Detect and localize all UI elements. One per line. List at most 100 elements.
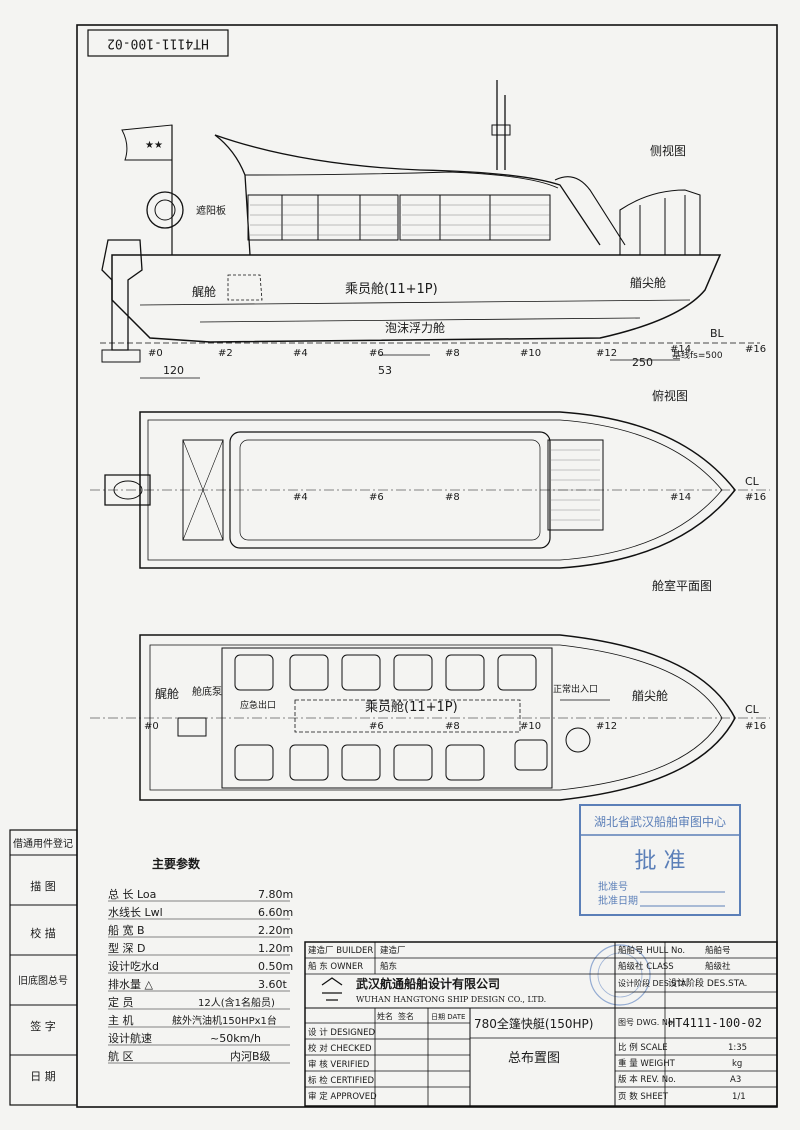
dim-53: 53 bbox=[378, 364, 392, 377]
left-table-row: 校 描 bbox=[30, 926, 56, 940]
plan-entrance-label: 正常出入口 bbox=[553, 683, 598, 695]
scale-label: 比 例 SCALE bbox=[618, 1042, 668, 1053]
plan-cabin-label: 乘员舱(11+1P) bbox=[365, 700, 458, 715]
class-label: 船级社 CLASS bbox=[618, 961, 674, 972]
sunshade-label: 遮阳板 bbox=[196, 204, 226, 217]
side-cabin-label: 乘员舱(11+1P) bbox=[345, 282, 438, 297]
param-value: 2.20m bbox=[258, 924, 293, 937]
sign-head: 签名 bbox=[398, 1011, 414, 1021]
name-head: 姓名 bbox=[377, 1011, 393, 1021]
side-frame-label: #10 bbox=[520, 348, 541, 359]
side-frame-labels: #0 #2 #4 #6 #8 #10 #12 #14 #16 bbox=[148, 344, 766, 359]
side-steering-label: 艉舱 bbox=[192, 285, 216, 299]
top-frame-label: #6 bbox=[369, 492, 384, 503]
side-view: 侧视图 ★★ bbox=[100, 80, 760, 379]
company-en: WUHAN HANGTONG SHIP DESIGN CO., LTD. bbox=[356, 995, 546, 1004]
plan-frame-labels: #0 #6 #8 #10 #12 #16 bbox=[144, 721, 766, 732]
date-head: 日期 DATE bbox=[431, 1013, 465, 1021]
plan-emergency-label: 应急出口 bbox=[240, 699, 276, 711]
scale-value: 1:35 bbox=[728, 1043, 747, 1053]
param-value: ~50km/h bbox=[210, 1032, 261, 1045]
param-value: 0.50m bbox=[258, 960, 293, 973]
top-frame-label: #14 bbox=[670, 492, 691, 503]
title-block bbox=[304, 941, 778, 1107]
rev-value: A3 bbox=[730, 1075, 741, 1085]
rotated-dwg-box: HT4111-100-02 bbox=[87, 29, 229, 57]
side-frame-label: #4 bbox=[293, 348, 308, 359]
approved-label: 审 定 APPROVED bbox=[308, 1091, 377, 1102]
sheet-label: 页 数 SHEET bbox=[618, 1091, 669, 1102]
top-frame-label: #8 bbox=[445, 492, 460, 503]
stamp-org: 湖北省武汉船舶审图中心 bbox=[594, 814, 726, 829]
bl-label: BL bbox=[710, 327, 725, 340]
param-value: 舷外汽油机150HPx1台 bbox=[172, 1014, 277, 1027]
company-cn: 武汉航通船舶设计有限公司 bbox=[356, 976, 500, 991]
weight-label: 重 量 WEIGHT bbox=[618, 1058, 676, 1069]
left-table bbox=[9, 829, 78, 1106]
left-table-title: 借通用件登记 bbox=[13, 837, 73, 850]
dim-120: 120 bbox=[163, 364, 184, 377]
hull-value: 船舶号 bbox=[705, 945, 731, 956]
param-label: 水线长 Lwl bbox=[108, 905, 163, 919]
dwg-label: 图号 DWG. No. bbox=[618, 1018, 675, 1027]
param-value: 7.80m bbox=[258, 888, 293, 901]
stage-value: 设计阶段 DES.STA. bbox=[668, 977, 747, 989]
top-frame-label: #4 bbox=[293, 492, 308, 503]
foam-label: 泡沫浮力舱 bbox=[385, 321, 445, 335]
param-label: 设计航速 bbox=[108, 1031, 152, 1045]
plan-frame-label: #8 bbox=[445, 721, 460, 732]
weight-value: kg bbox=[732, 1059, 742, 1069]
left-table-row: 旧底图总号 bbox=[18, 974, 68, 987]
left-table-row: 签 字 bbox=[30, 1019, 56, 1033]
top-frame-labels: #4 #6 #8 #14 #16 bbox=[293, 492, 766, 503]
plan-view: 舱室平面图 bbox=[90, 578, 770, 801]
plan-cl-label: CL bbox=[745, 703, 760, 716]
left-table-row: 描 图 bbox=[30, 879, 56, 893]
top-frame-label: #16 bbox=[745, 492, 766, 503]
plan-frame-label: #10 bbox=[520, 721, 541, 732]
project-name: 780全篷快艇(150HP) bbox=[474, 1016, 593, 1031]
base-label: 基线fs=500 bbox=[672, 349, 723, 361]
dwg-value: HT4111-100-02 bbox=[668, 1016, 762, 1030]
plan-frame-label: #6 bbox=[369, 721, 384, 732]
plan-frame-label: #0 bbox=[144, 721, 159, 732]
builder-label: 建造厂 BUILDER bbox=[308, 945, 373, 956]
plan-frame-label: #12 bbox=[596, 721, 617, 732]
hull-label: 船舶号 HULL No. bbox=[618, 945, 685, 956]
stamp-line1: 批准号 bbox=[598, 880, 628, 893]
builder-value: 建造厂 bbox=[380, 945, 406, 956]
approval-stamp bbox=[579, 804, 741, 1006]
drawing-title: 总布置图 bbox=[508, 1051, 560, 1066]
owner-label: 船 东 OWNER bbox=[308, 961, 363, 972]
rotated-dwg-number: HT4111-100-02 bbox=[107, 36, 209, 51]
params-title: 主要参数 bbox=[152, 856, 201, 871]
param-label: 排水量 △ bbox=[108, 977, 153, 991]
param-label: 设计吃水d bbox=[108, 960, 159, 973]
param-label: 主 机 bbox=[108, 1013, 134, 1027]
top-view: 俯视图 bbox=[90, 388, 770, 569]
side-frame-label: #12 bbox=[596, 348, 617, 359]
left-table-row: 日 期 bbox=[30, 1070, 56, 1083]
top-view-title: 俯视图 bbox=[652, 388, 688, 403]
checked-label: 校 对 CHECKED bbox=[308, 1043, 372, 1054]
plan-frame-label: #16 bbox=[745, 721, 766, 732]
plan-bow-label: 艏尖舱 bbox=[632, 689, 668, 703]
stamp-line2: 批准日期 bbox=[598, 894, 638, 907]
plan-view-title: 舱室平面图 bbox=[652, 578, 712, 593]
param-value: 6.60m bbox=[258, 906, 293, 919]
dim-250: 250 bbox=[632, 356, 653, 369]
param-label: 总 长 Loa bbox=[108, 887, 156, 901]
title-block-text: 建造厂 BUILDER 建造厂 船 东 OWNER 船东 武汉航通船舶设计有限公… bbox=[308, 945, 762, 1102]
side-bow-label: 艏尖舱 bbox=[630, 276, 666, 290]
plan-stern-label: 艉舱 bbox=[155, 687, 179, 701]
param-label: 定 员 bbox=[108, 995, 134, 1009]
sheet-border bbox=[76, 24, 778, 1108]
stage-label: 设计阶段 DES.STA. bbox=[618, 978, 689, 988]
param-label: 型 深 D bbox=[108, 941, 145, 955]
verified-label: 审 核 VERIFIED bbox=[308, 1059, 370, 1070]
side-frame-label: #0 bbox=[148, 348, 163, 359]
side-frame-label: #8 bbox=[445, 348, 460, 359]
param-value: 12人(含1名船员) bbox=[198, 996, 275, 1009]
param-label: 船 宽 B bbox=[108, 923, 145, 937]
